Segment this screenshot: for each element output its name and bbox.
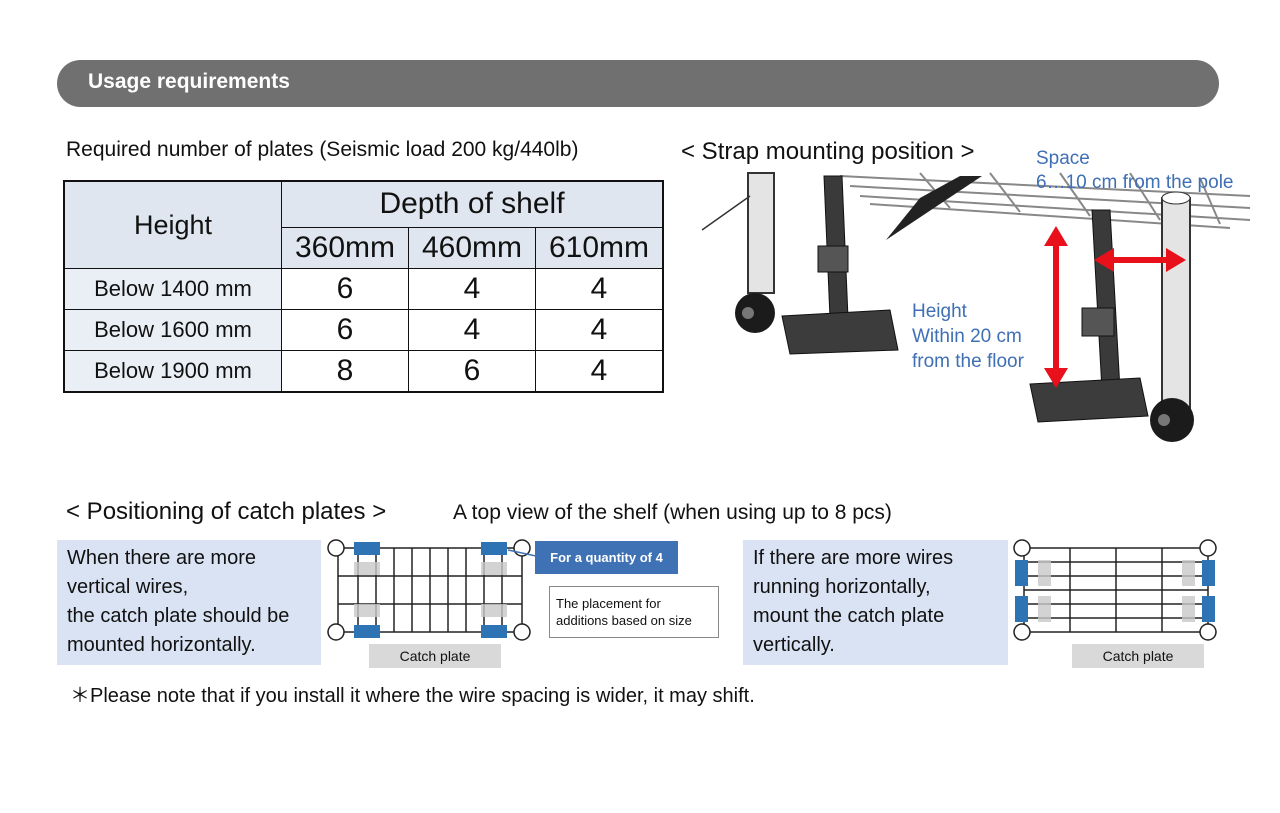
catch-plate-icon: [1015, 560, 1215, 622]
height-line: Height: [912, 301, 967, 322]
note-line: running horizontally,: [753, 576, 931, 598]
height-arrow-icon: [1044, 226, 1068, 388]
note-line: mount the catch plate: [753, 605, 945, 627]
space-label: Space: [1036, 148, 1090, 169]
depth-column-header: 360mm: [281, 226, 409, 270]
footnote: ＊Please note that if you install it wher…: [70, 685, 755, 707]
placement-callout: The placement for additions based on siz…: [549, 586, 719, 638]
optional-plate-icon: [1038, 560, 1195, 622]
space-annotation: Space 6…10 cm from the pole: [1036, 147, 1233, 195]
left-note: When there are more vertical wires, the …: [57, 540, 321, 665]
row-label: Below 1400 mm: [63, 268, 282, 310]
table-row: Below 1900 mm 8 6 4: [63, 350, 664, 393]
note-line: mounted horizontally.: [67, 634, 256, 656]
shelf-corner-icon: [327, 539, 531, 641]
row-label: Below 1900 mm: [63, 350, 282, 393]
right-pole-icon: [1150, 191, 1194, 442]
plate-count: 4: [408, 309, 536, 351]
depth-column-header: 460mm: [408, 226, 536, 270]
left-pole-icon: [735, 172, 775, 333]
plate-count: 6: [281, 268, 409, 310]
shelf-corner-icon: [1013, 539, 1217, 641]
callout-line: additions based on size: [556, 613, 692, 628]
plate-count: 6: [408, 350, 536, 393]
optional-plate-icon: [354, 562, 507, 617]
top-view-caption: A top view of the shelf (when using up t…: [453, 501, 892, 524]
strap-heading: < Strap mounting position >: [681, 138, 975, 165]
height-line: Within 20 cm: [912, 326, 1022, 347]
note-line: vertically.: [753, 634, 835, 656]
plates-table-caption: Required number of plates (Seismic load …: [66, 138, 579, 161]
shelf-top-view-horizontal: [327, 539, 536, 641]
shelf-edge-line: [701, 195, 751, 231]
row-label: Below 1600 mm: [63, 309, 282, 351]
quantity-callout: For a quantity of 4: [535, 541, 678, 574]
note-line: When there are more: [67, 547, 256, 569]
positioning-heading: < Positioning of catch plates >: [66, 498, 387, 525]
catch-plate-label: Catch plate: [369, 644, 501, 668]
table-row: Below 1400 mm 6 4 4: [63, 268, 664, 310]
height-line: from the floor: [912, 351, 1024, 372]
space-arrow-icon: [1094, 248, 1186, 272]
catch-plate-icon: [354, 542, 507, 638]
section-title: Usage requirements: [88, 70, 290, 93]
note-line: If there are more wires: [753, 547, 954, 569]
right-strap-icon: [1029, 209, 1149, 423]
plate-count: 4: [535, 268, 664, 310]
strap-black-band: [886, 176, 982, 240]
depth-column-header: 610mm: [535, 226, 664, 270]
required-plates-table: Height Depth of shelf 360mm 460mm 610mm …: [63, 180, 664, 393]
left-strap-icon: [781, 175, 899, 355]
depth-header: Depth of shelf: [281, 180, 664, 228]
catch-plate-label: Catch plate: [1072, 644, 1204, 668]
plate-count: 4: [408, 268, 536, 310]
plate-count: 4: [535, 309, 664, 351]
strap-illustration: [701, 172, 1251, 442]
height-annotation: Height Within 20 cm from the floor: [912, 299, 1024, 374]
shelf-top-view-vertical: [1013, 539, 1217, 641]
table-row: Below 1600 mm 6 4 4: [63, 309, 664, 351]
plate-count: 6: [281, 309, 409, 351]
note-line: vertical wires,: [67, 576, 189, 598]
note-line: the catch plate should be: [67, 605, 290, 627]
space-value: 6…10 cm from the pole: [1036, 172, 1234, 193]
callout-line: The placement for: [556, 596, 661, 611]
plate-count: 8: [281, 350, 409, 393]
height-header: Height: [63, 180, 282, 269]
right-note: If there are more wires running horizont…: [743, 540, 1008, 665]
header-bar: [57, 60, 1219, 107]
plate-count: 4: [535, 350, 664, 393]
